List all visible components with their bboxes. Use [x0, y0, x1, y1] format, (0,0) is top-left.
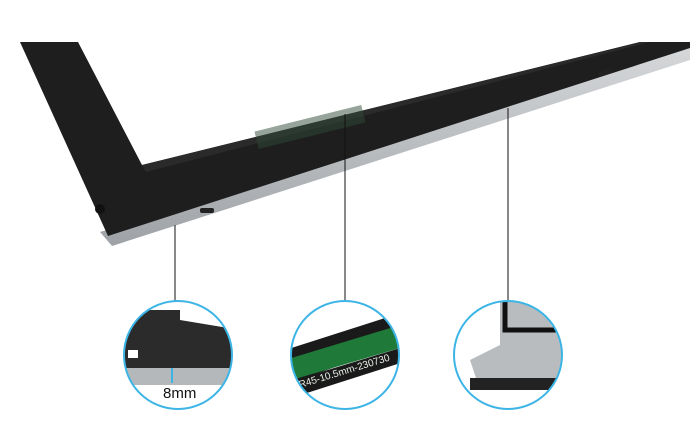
leader-lines [174, 108, 509, 302]
black-frame [20, 42, 690, 236]
thickness-detail [124, 301, 232, 409]
corner-detail [454, 301, 562, 409]
callout-ring [290, 300, 400, 410]
pcb-shadow [254, 104, 366, 150]
thickness-label: 8mm [163, 385, 197, 402]
pcb-detail: R45-10.5mm-230730 [291, 301, 399, 409]
slot [598, 68, 613, 77]
callout-ring [453, 300, 563, 410]
metal-strip [100, 46, 690, 246]
slot [200, 208, 214, 213]
screw-hole [95, 204, 105, 214]
callout-ring [123, 300, 233, 410]
